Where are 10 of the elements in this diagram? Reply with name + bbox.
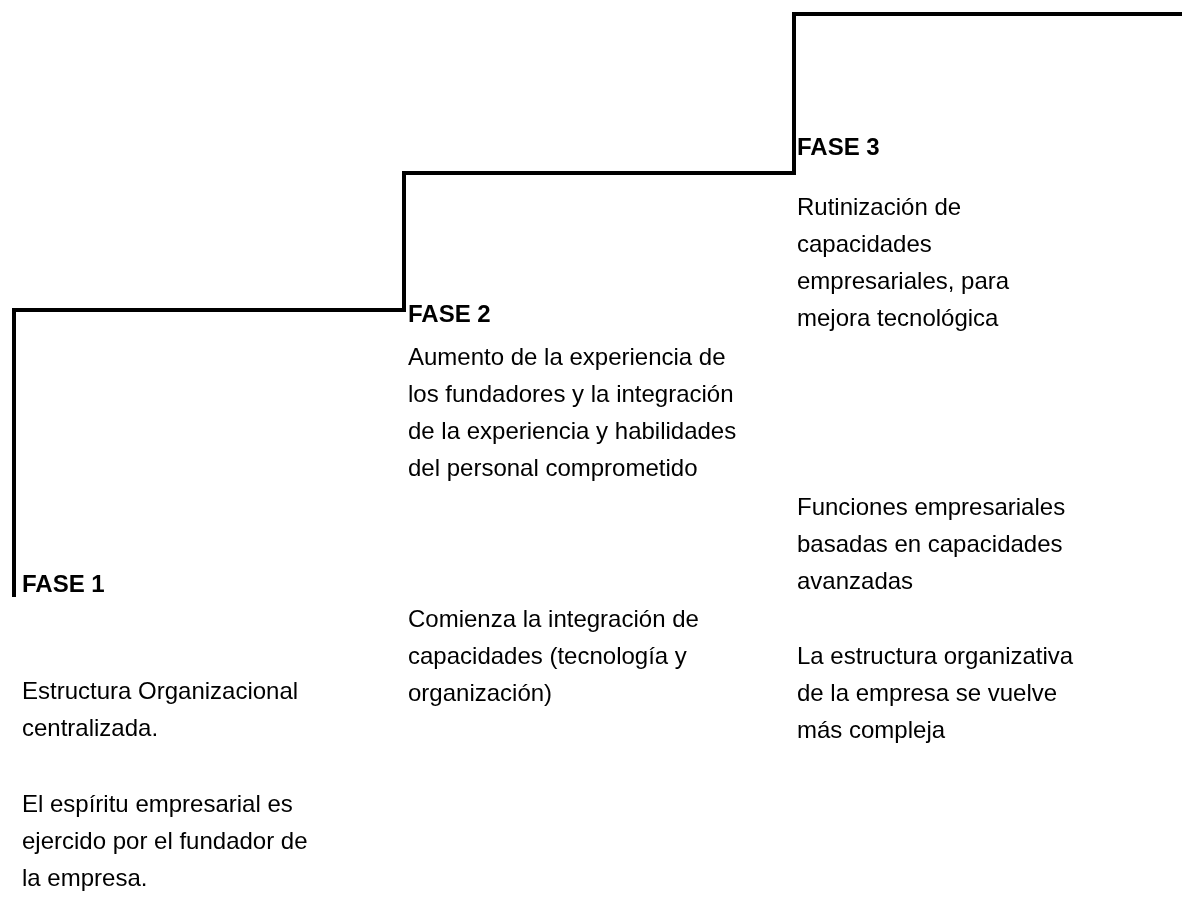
- phase-description: El espíritu empresarial es ejercido por el fundador de la empresa.: [22, 789, 309, 893]
- phase-description: Comienza la integración de capacidades (tecnología y organización): [408, 604, 700, 708]
- phase-description: La estructura organizativa de la empresa se vuelve más compleja: [797, 641, 1075, 745]
- phase-description: Aumento de la experiencia de los fundadores y la integración de la experiencia y habilidades del personal comprometido: [408, 342, 738, 483]
- phase-heading: FASE 2: [408, 299, 492, 329]
- phase-description: Funciones empresariales basadas en capacidades avanzadas: [797, 492, 1067, 596]
- phase-description: Estructura Organizacional centralizada.: [22, 676, 300, 743]
- phase-heading: FASE 3: [797, 132, 881, 162]
- phase-heading: FASE 1: [22, 569, 106, 599]
- phase-description: Rutinización de capacidades empresariales, para mejora tecnológica: [797, 192, 1011, 333]
